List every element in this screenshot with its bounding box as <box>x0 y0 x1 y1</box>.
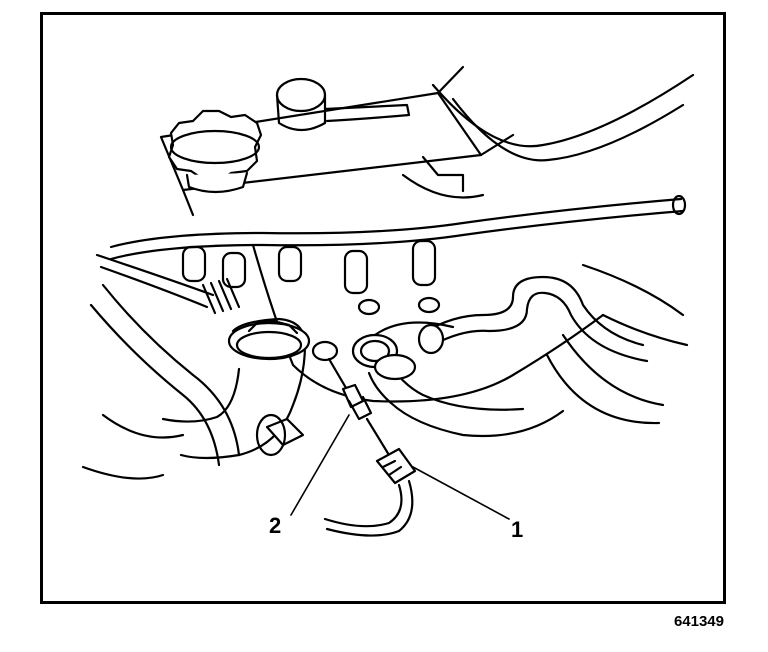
upper-right-hose <box>401 73 695 199</box>
sensor-component <box>311 340 373 421</box>
left-rod <box>95 253 241 315</box>
figure-number: 641349 <box>673 613 724 630</box>
callout-1: 1 <box>511 517 524 542</box>
reservoir-cap <box>275 77 411 132</box>
intake-posts <box>181 239 437 295</box>
center-hose <box>351 321 565 438</box>
left-elbow-hose <box>89 283 311 467</box>
oil-filler-cap <box>167 109 263 194</box>
long-line <box>109 194 687 261</box>
engine-line-drawing <box>81 65 695 537</box>
illustration-frame: 2 1 <box>40 12 726 604</box>
electrical-connector <box>323 417 417 537</box>
leader-lines <box>290 414 510 520</box>
callout-2: 2 <box>269 513 282 538</box>
right-loop-hose <box>417 263 689 425</box>
